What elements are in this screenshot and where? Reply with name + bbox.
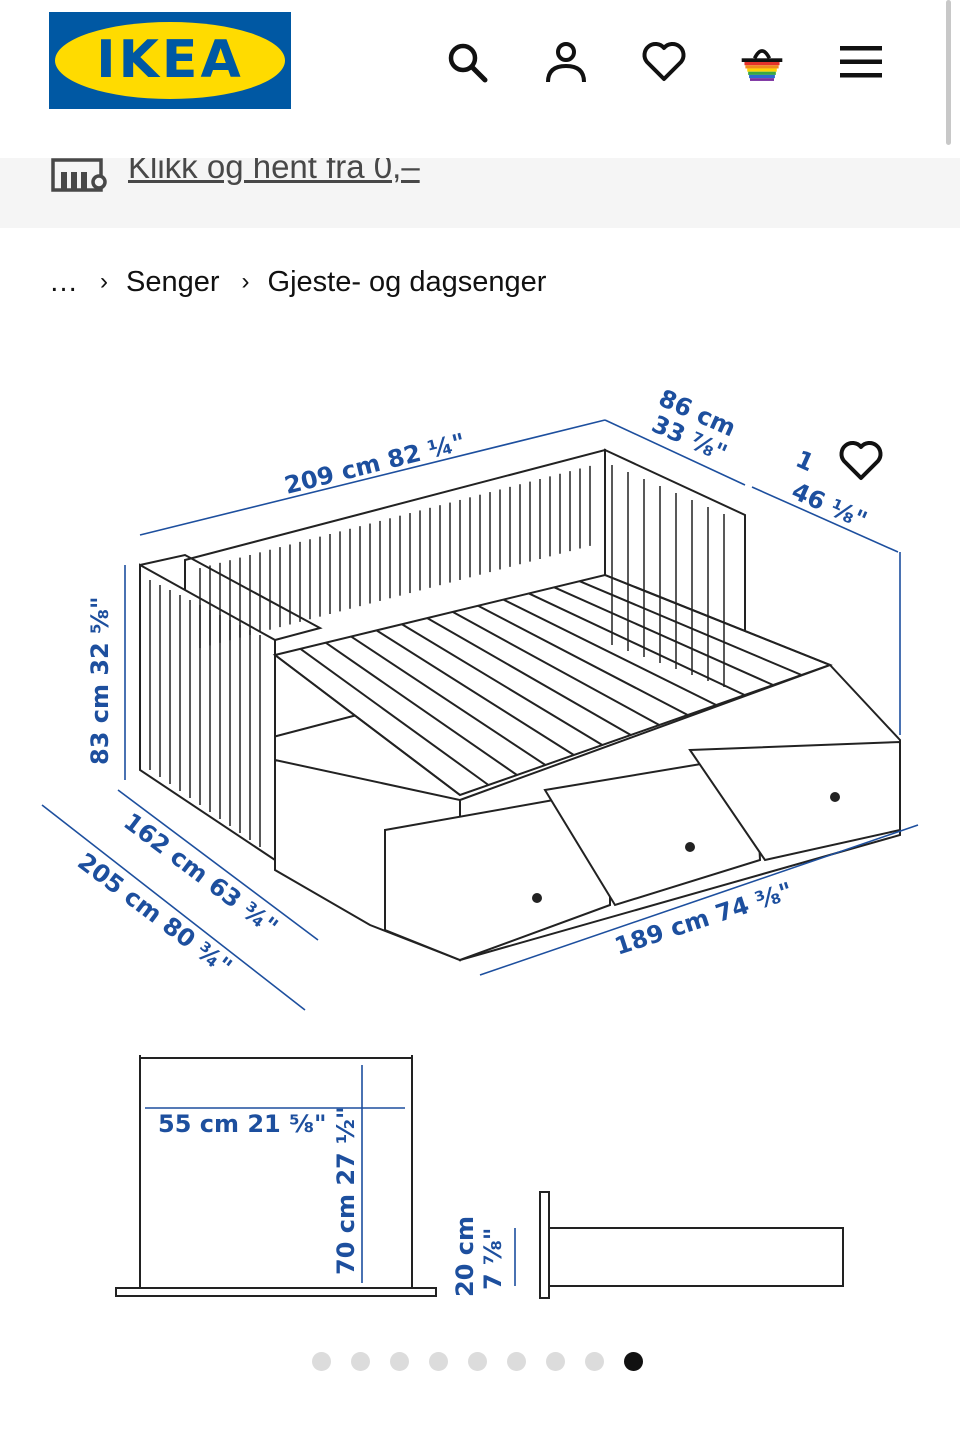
chevron-right-icon: › — [241, 268, 250, 295]
back-panel-bars — [199, 465, 591, 649]
carousel-dot[interactable] — [429, 1352, 448, 1371]
basket-icon[interactable] — [738, 38, 786, 86]
logo-text: IKEA — [96, 30, 244, 90]
carousel-dot[interactable] — [624, 1352, 643, 1371]
dim-drawer-h-cm: 20 cm — [451, 1216, 479, 1297]
promo-link[interactable]: Klikk og hent fra 0,– — [128, 158, 420, 185]
carousel-dot[interactable] — [390, 1352, 409, 1371]
dimension-lines — [41, 419, 919, 1011]
product-dimension-image[interactable]: 209 cm 82 ¼" 86 cm 33 ⅞" 1 46 ⅛" 83 cm 3… — [0, 330, 960, 1340]
dim-height: 83 cm 32 ⅝" — [86, 597, 114, 765]
breadcrumb-ellipsis[interactable]: … — [49, 265, 78, 298]
click-and-collect-banner[interactable]: Klikk og hent fra 0,– — [0, 158, 960, 228]
carousel-dot[interactable] — [351, 1352, 370, 1371]
account-icon[interactable] — [542, 38, 590, 86]
carousel-dot[interactable] — [585, 1352, 604, 1371]
dim-depth-right-cm: 1 — [792, 445, 819, 477]
carousel-indicators — [312, 1352, 643, 1371]
carousel-dot[interactable] — [546, 1352, 565, 1371]
carousel-dot[interactable] — [312, 1352, 331, 1371]
side-panel-bars — [149, 465, 725, 847]
ikea-logo[interactable]: IKEA — [49, 12, 291, 109]
menu-icon[interactable] — [837, 38, 885, 86]
dim-height-70: 70 cm 27 ½" — [332, 1107, 360, 1275]
drawer-side-drawing — [514, 1191, 844, 1299]
breadcrumb-gjeste-og-dagsenger[interactable]: Gjeste- og dagsenger — [267, 265, 547, 298]
carousel-dot[interactable] — [507, 1352, 526, 1371]
dim-drawer-h-in: 7 ⅞" — [479, 1228, 507, 1290]
drawer-front-drawing — [115, 1055, 437, 1297]
search-icon[interactable] — [443, 38, 491, 86]
scrollbar-thumb[interactable] — [946, 0, 951, 145]
site-header: IKEA — [0, 0, 960, 158]
dim-width-55: 55 cm 21 ⅝" — [158, 1110, 326, 1138]
slats — [274, 574, 831, 796]
store-pickup-icon — [49, 158, 109, 203]
breadcrumb-senger[interactable]: Senger — [126, 265, 220, 298]
dim-width-top: 209 cm 82 ¼" — [282, 428, 468, 500]
logo-oval — [55, 22, 285, 99]
chevron-right-icon: › — [100, 268, 108, 295]
heart-icon[interactable] — [640, 38, 688, 86]
carousel-dot[interactable] — [468, 1352, 487, 1371]
breadcrumb: … › Senger › Gjeste- og dagsenger — [49, 262, 546, 302]
heart-outline-icon[interactable] — [832, 432, 890, 490]
